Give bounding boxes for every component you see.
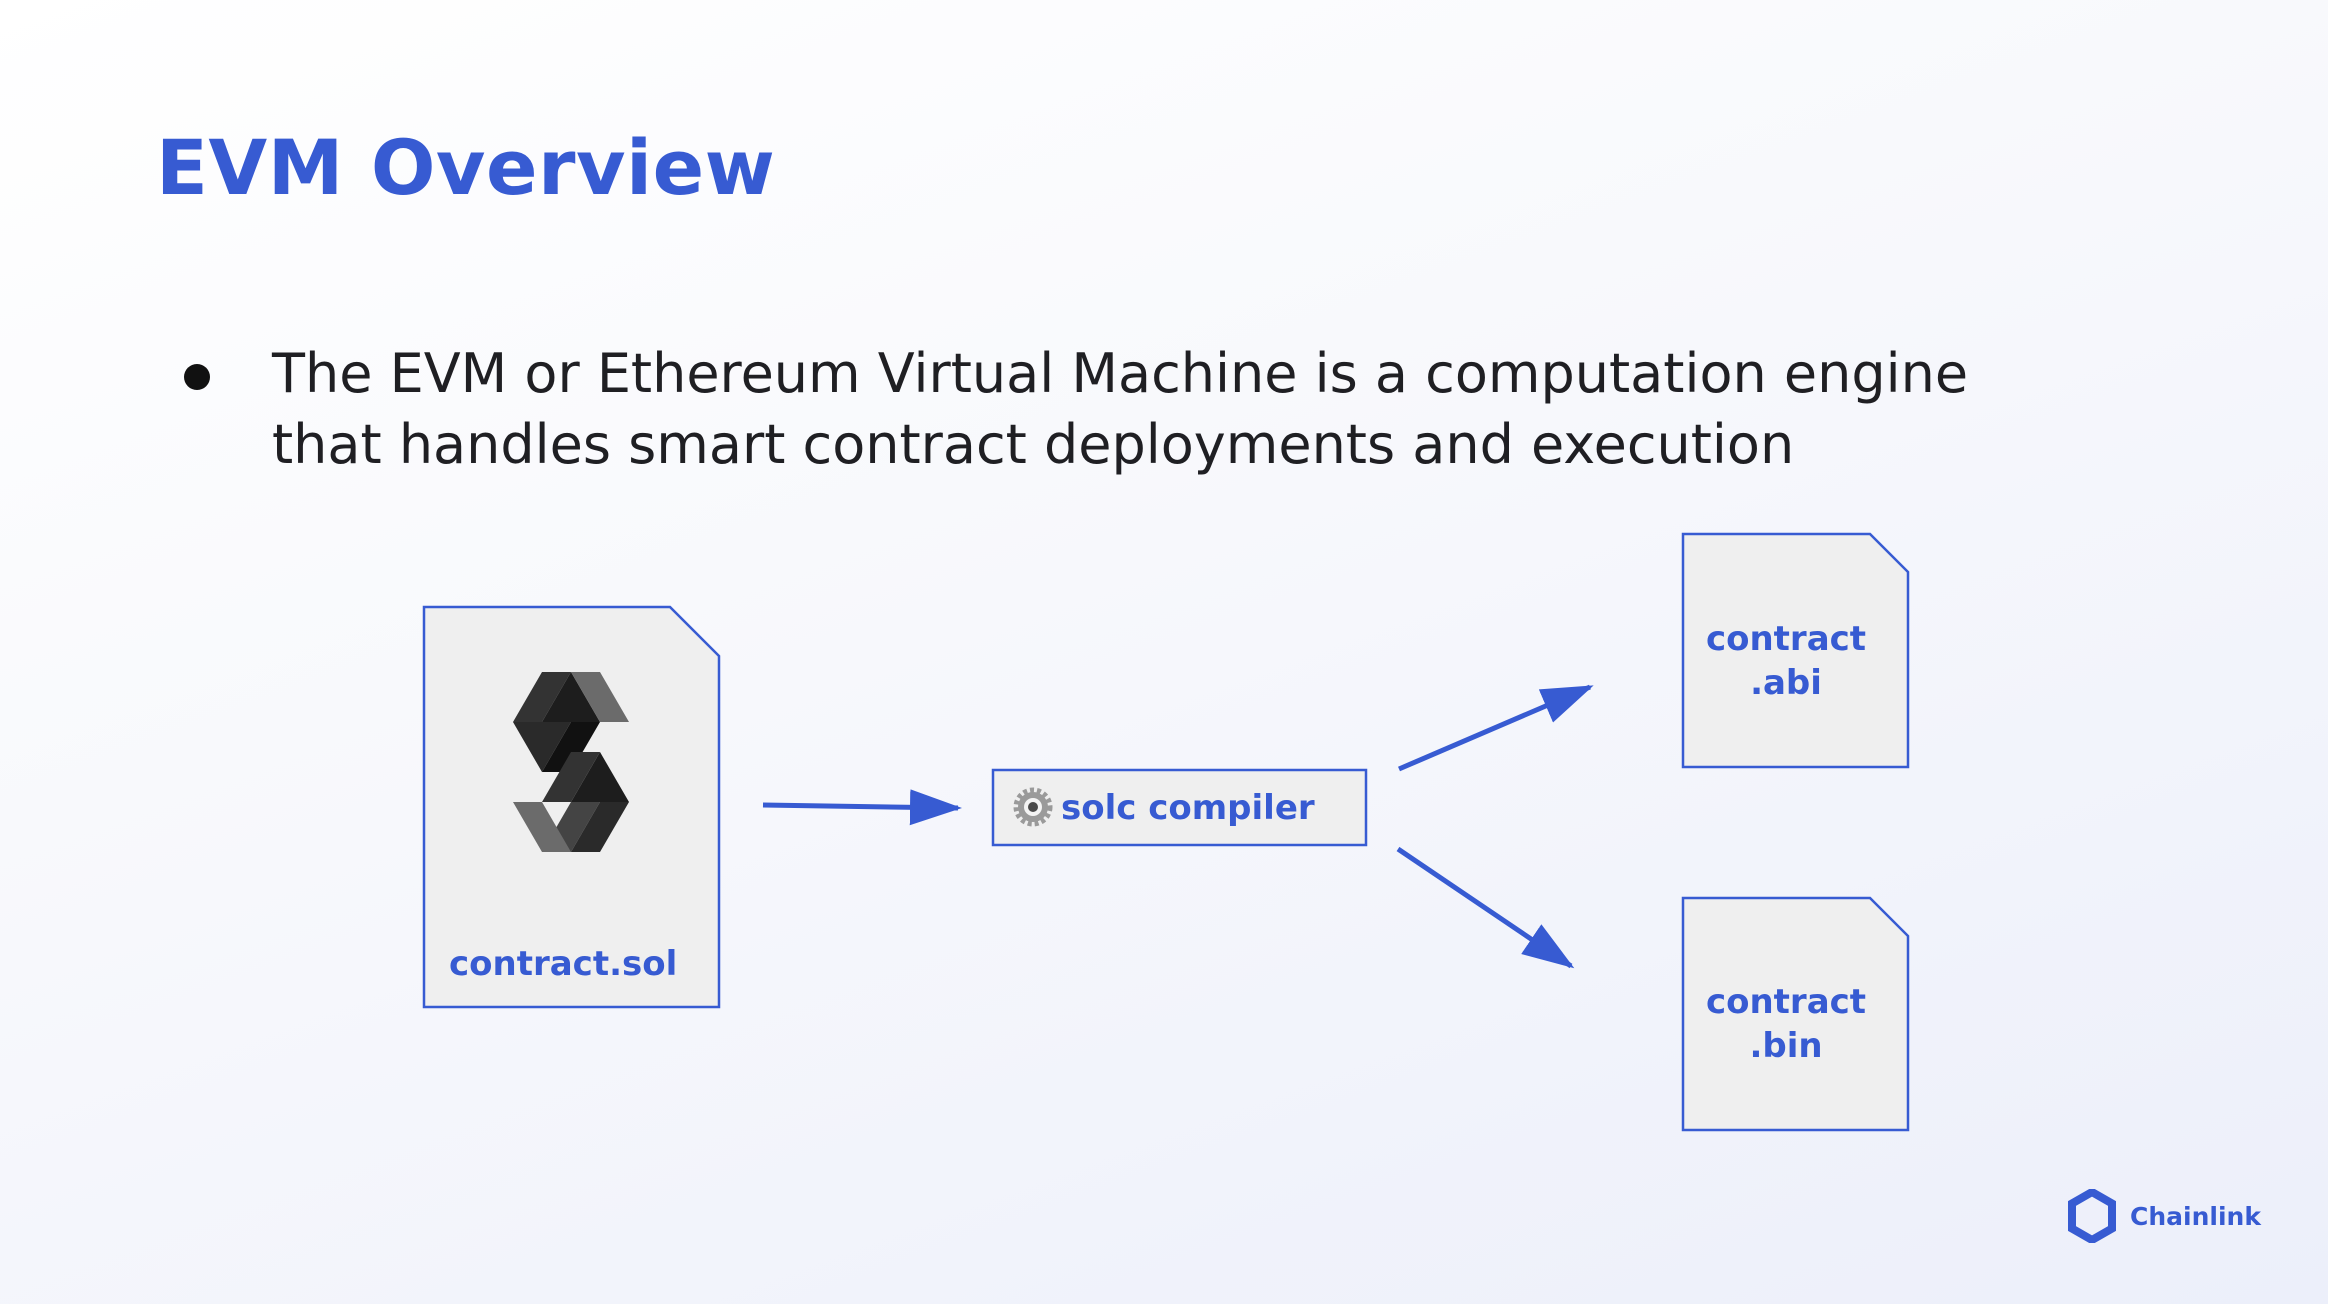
source-file-contract-sol: contract.sol [422,605,721,1009]
solidity-logo-icon [513,672,629,852]
compiler-box-shape [991,768,1368,847]
output-file-bin-line-1: contract [1706,982,1866,1022]
bullet-list: The EVM or Ethereum Virtual Machine is a… [180,338,2180,480]
arrow-to-abi [1398,684,1594,772]
chainlink-logo: Chainlink [2068,1188,2261,1244]
bullet-dot [184,364,210,390]
bullet-line-1: The EVM or Ethereum Virtual Machine is a… [272,342,1969,405]
chainlink-wordmark: Chainlink [2130,1201,2261,1231]
output-file-abi-shape [1681,532,1910,769]
chainlink-hexagon-icon [2068,1189,2116,1243]
compiler-label: solc compiler [1061,788,1315,828]
output-file-abi-line-1: contract [1706,619,1866,659]
output-file-bin-shape [1681,896,1910,1132]
slide-title: EVM Overview [156,123,776,212]
gear-icon [1013,787,1053,827]
source-file-label: contract.sol [449,944,677,984]
arrow-to-compiler [762,789,962,826]
arrow-to-bin [1396,846,1575,969]
output-file-bin-line-2: .bin [1749,1026,1822,1066]
compiler-box: solc compiler [991,768,1368,847]
bullet-item: The EVM or Ethereum Virtual Machine is a… [180,338,2180,480]
output-file-bin: contract .bin [1681,896,1910,1132]
output-file-abi-line-2: .abi [1750,663,1822,703]
bullet-line-2: that handles smart contract deployments … [272,413,1795,476]
output-file-abi: contract .abi [1681,532,1910,769]
